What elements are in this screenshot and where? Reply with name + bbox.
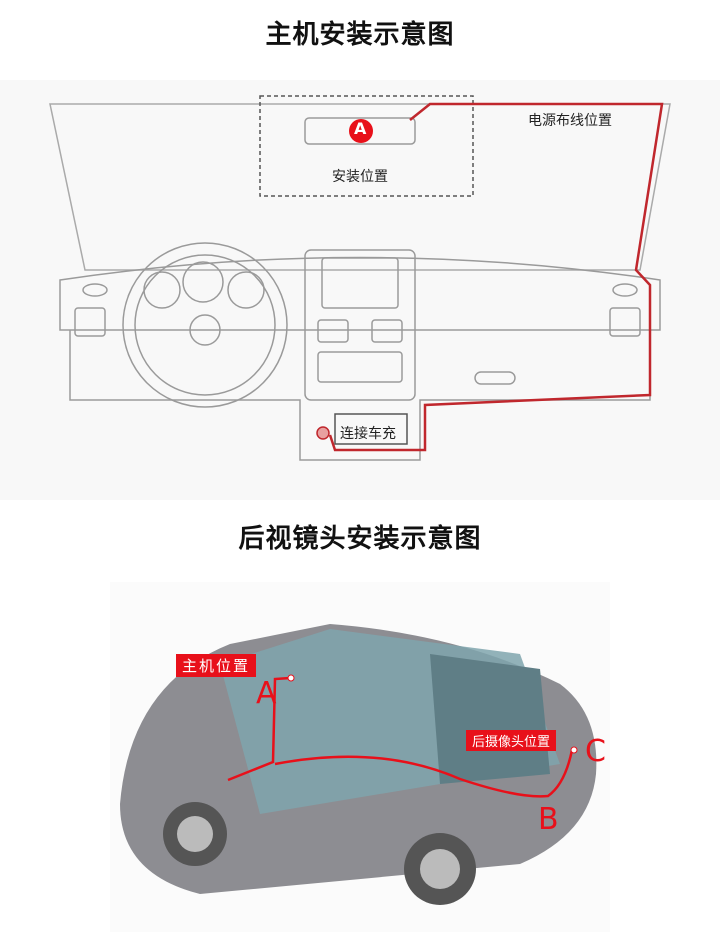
mount-position-label: 安装位置 — [332, 169, 388, 185]
section1-title: 主机安装示意图 — [265, 20, 455, 50]
marker-a: A — [256, 676, 277, 711]
section2-title: 后视镜头安装示意图 — [238, 524, 482, 554]
host-position-tag: 主机位置 — [176, 654, 257, 677]
rear-camera-position-tag: 后摄像头位置 — [466, 730, 557, 751]
power-cable-label: 电源布线位置 — [528, 113, 612, 129]
car-charger-label: 连接车充 — [340, 426, 396, 442]
car-cutaway-image — [110, 582, 610, 932]
dashboard-diagram — [49, 95, 671, 461]
marker-b: B — [538, 802, 559, 837]
mount-marker-a: A — [354, 119, 367, 138]
marker-c: C — [585, 734, 606, 769]
dashboard-background — [0, 80, 720, 500]
